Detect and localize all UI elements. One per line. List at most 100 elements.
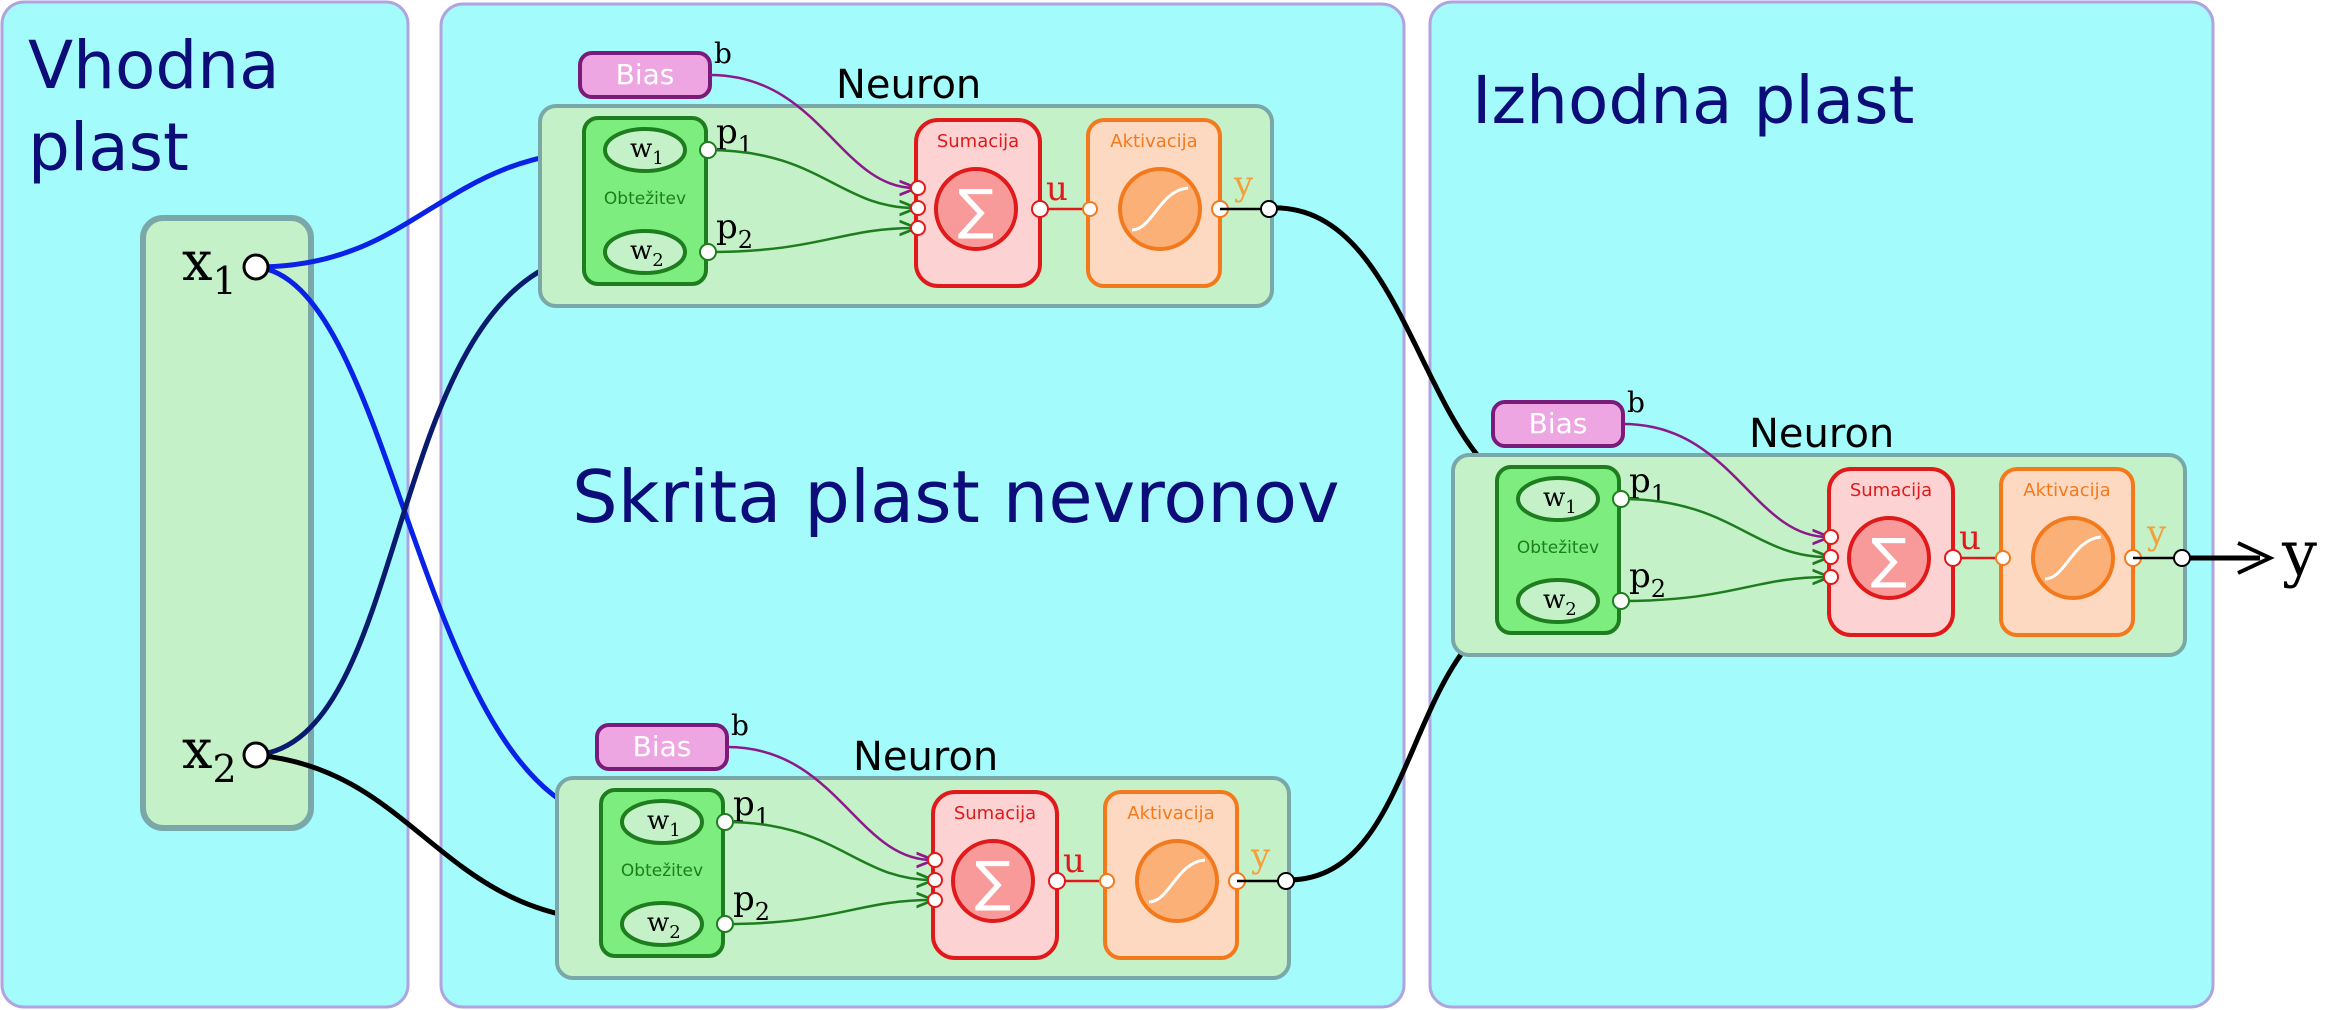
port-w2-out xyxy=(699,243,717,261)
sum-node xyxy=(934,167,1018,251)
bias-label: Bias xyxy=(616,58,675,91)
p2-wire xyxy=(707,228,915,254)
sum-label: Sumacija xyxy=(937,131,1019,152)
sigmoid-icon xyxy=(1148,858,1206,904)
output-y-label: y xyxy=(2281,517,2317,590)
port-sum-in-p1 xyxy=(1823,549,1839,565)
p1-wire xyxy=(724,820,932,880)
activation-node xyxy=(1135,839,1219,923)
input-x2-label: x2 xyxy=(182,718,237,791)
output-layer-title: Izhodna plast xyxy=(1472,62,1914,139)
y-label: y xyxy=(2146,513,2167,553)
weight-w1-label: w1 xyxy=(1543,483,1577,518)
port-act-in xyxy=(1995,550,2011,566)
bias-label: Bias xyxy=(633,730,692,763)
port-sum-in-p2 xyxy=(910,220,926,236)
act-label: Aktivacija xyxy=(1110,131,1197,152)
input-x1-label: x1 xyxy=(182,230,237,303)
port-sum-out xyxy=(1048,872,1066,890)
weight-w1 xyxy=(603,127,687,173)
port-w2-out xyxy=(1612,592,1630,610)
neuron-title: Neuron xyxy=(1749,411,1894,457)
bias-var: b xyxy=(1627,386,1645,419)
port-neuron-out xyxy=(1277,872,1295,890)
weight-w1-label: w1 xyxy=(647,806,681,841)
p1-wire xyxy=(1620,497,1828,557)
port-sum-out xyxy=(1031,200,1049,218)
wire-x1-to-h2-w1 xyxy=(255,264,629,825)
bias-wire xyxy=(726,745,932,860)
weight-w1 xyxy=(620,799,704,845)
neuron-title: Neuron xyxy=(836,62,981,108)
hidden-layer-title: Skrita plast nevronov xyxy=(572,455,1340,539)
wire-x2-to-h1-w2 xyxy=(255,249,613,758)
sum-node xyxy=(1847,516,1931,600)
weights-label: Obtežitev xyxy=(1517,538,1599,558)
act-label: Aktivacija xyxy=(1127,803,1214,824)
port-sum-out xyxy=(1944,549,1962,567)
p2-label: p2 xyxy=(733,879,770,926)
bias-var: b xyxy=(731,709,749,742)
weight-w2-label: w2 xyxy=(647,908,681,943)
port-x2 xyxy=(242,741,270,769)
port-sum-in-b xyxy=(927,852,943,868)
weight-w2 xyxy=(603,229,687,275)
weight-w2-label: w2 xyxy=(1543,585,1577,620)
weights-label: Obtežitev xyxy=(621,861,703,881)
neuron-title: Neuron xyxy=(853,734,998,780)
p2-label: p2 xyxy=(1629,556,1666,603)
neuron-output: Neuron Bias b Obtežitev w1 w2 p1 p2 Suma… xyxy=(1451,386,2191,657)
activation-node xyxy=(1118,167,1202,251)
bias-wire xyxy=(1622,422,1828,537)
port-act-in xyxy=(1099,873,1115,889)
u-label: u xyxy=(1063,841,1085,881)
activation-node xyxy=(2031,516,2115,600)
sigmoid-icon xyxy=(2044,535,2102,581)
port-w2-out xyxy=(716,915,734,933)
port-sum-in-p1 xyxy=(927,872,943,888)
port-neuron-out xyxy=(1260,200,1278,218)
act-label: Aktivacija xyxy=(2023,480,2110,501)
port-act-in xyxy=(1082,201,1098,217)
p2-wire xyxy=(1620,577,1828,603)
y-label: y xyxy=(1250,836,1271,876)
sigmoid-icon xyxy=(1131,186,1189,232)
bias-wire xyxy=(709,73,915,188)
sum-node xyxy=(951,839,1035,923)
port-x1 xyxy=(242,253,270,281)
port-sum-in-b xyxy=(910,180,926,196)
port-w1-out xyxy=(716,813,734,831)
neuron-hidden-2: Neuron Bias b Obtežitev w1 w2 p1 p2 Suma… xyxy=(555,709,1295,980)
weight-w2 xyxy=(620,901,704,947)
output-arrow-head-icon xyxy=(2237,541,2275,575)
weight-w1-label: w1 xyxy=(630,134,664,169)
port-sum-in-b xyxy=(1823,529,1839,545)
y-label: y xyxy=(1233,164,1254,204)
p2-label: p2 xyxy=(716,207,753,254)
sum-symbol-icon: ∑ xyxy=(1871,527,1907,590)
weights-label: Obtežitev xyxy=(604,189,686,209)
p2-wire xyxy=(724,900,932,926)
weight-w2 xyxy=(1516,578,1600,624)
neuron-hidden-1: Neuron Bias b Obtežitev w1 w2 p1 p2 Suma… xyxy=(538,37,1278,308)
input-layer-title-line2: plast xyxy=(28,109,189,186)
port-w1-out xyxy=(1612,490,1630,508)
sum-label: Sumacija xyxy=(1850,480,1932,501)
u-label: u xyxy=(1959,518,1981,558)
sum-symbol-icon: ∑ xyxy=(975,850,1011,913)
weight-w2-label: w2 xyxy=(630,236,664,271)
input-layer-title-line1: Vhodna xyxy=(28,27,280,104)
port-sum-in-p2 xyxy=(927,892,943,908)
sum-label: Sumacija xyxy=(954,803,1036,824)
sum-symbol-icon: ∑ xyxy=(958,178,994,241)
bias-label: Bias xyxy=(1529,407,1588,440)
weight-w1 xyxy=(1516,476,1600,522)
u-label: u xyxy=(1046,169,1068,209)
p1-wire xyxy=(707,148,915,208)
port-sum-in-p2 xyxy=(1823,569,1839,585)
input-node-box xyxy=(140,215,314,831)
port-neuron-out xyxy=(2173,549,2191,567)
bias-var: b xyxy=(714,37,732,70)
port-w1-out xyxy=(699,141,717,159)
